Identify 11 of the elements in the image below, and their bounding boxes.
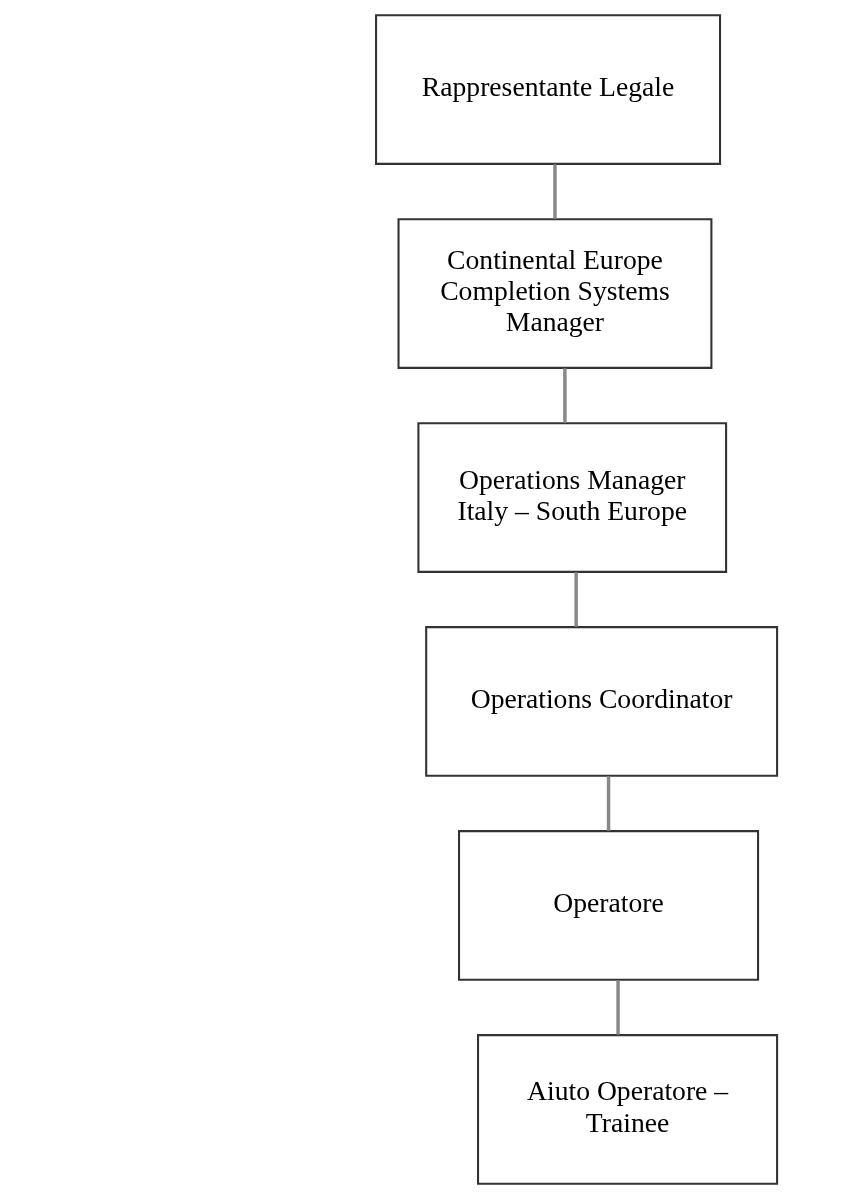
node-box: Aiuto Operatore – Trainee <box>477 1034 779 1185</box>
connector <box>563 368 567 423</box>
connector <box>574 572 578 627</box>
node-box: Rappresentante Legale <box>375 14 722 165</box>
node-box: Operations Manager Italy – South Europe <box>417 422 728 573</box>
node-box: Operatore <box>458 830 760 981</box>
node-box: Operations Coordinator <box>425 626 779 777</box>
connector <box>553 164 557 219</box>
node-box: Continental Europe Completion Systems Manager <box>397 218 713 369</box>
connector <box>606 776 611 831</box>
connector <box>616 980 620 1035</box>
